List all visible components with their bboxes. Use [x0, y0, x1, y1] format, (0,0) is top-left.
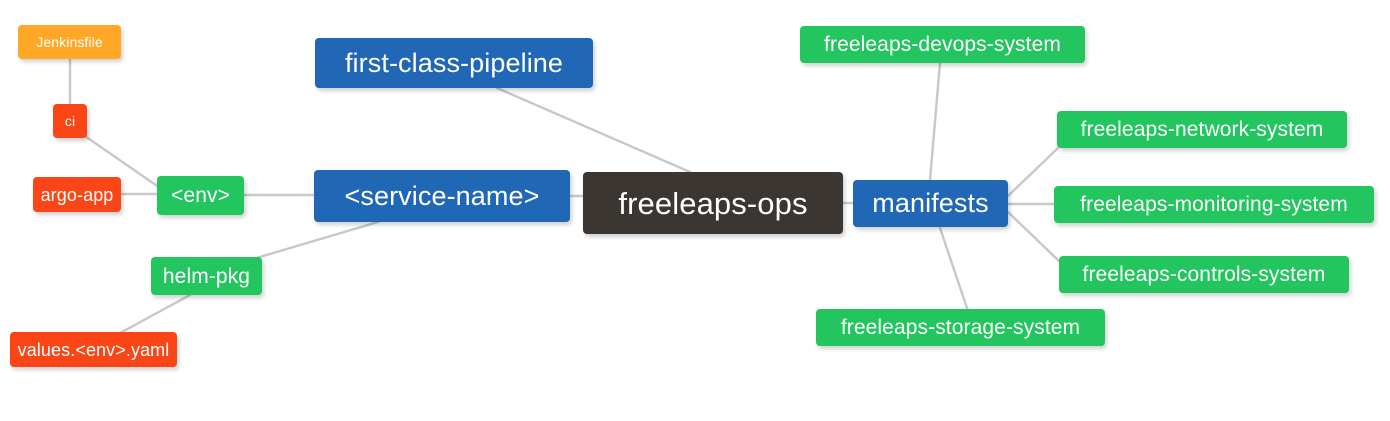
node-root-freeleaps-ops[interactable]: freeleaps-ops	[583, 172, 843, 234]
node-values-yaml[interactable]: values.<env>.yaml	[10, 332, 177, 367]
node-ci[interactable]: ci	[53, 104, 87, 138]
node-label: freeleaps-network-system	[1080, 118, 1324, 141]
node-freeleaps-storage-system[interactable]: freeleaps-storage-system	[816, 309, 1105, 346]
node-label: helm-pkg	[162, 264, 251, 288]
node-first-class-pipeline[interactable]: first-class-pipeline	[315, 38, 593, 88]
node-label: freeleaps-monitoring-system	[1080, 193, 1348, 216]
node-freeleaps-devops-system[interactable]: freeleaps-devops-system	[800, 26, 1085, 63]
node-label: values.<env>.yaml	[17, 339, 170, 360]
node-argo-app[interactable]: argo-app	[33, 177, 121, 212]
node-label: first-class-pipeline	[344, 47, 564, 78]
node-label: <service-name>	[344, 180, 540, 211]
edge-helm-service	[251, 220, 380, 261]
edge-manifests-devops	[928, 61, 942, 182]
edge-manifests-storage	[938, 226, 970, 313]
node-label: freeleaps-ops	[618, 185, 808, 221]
node-freeleaps-controls-system[interactable]: freeleaps-controls-system	[1059, 256, 1349, 293]
node-freeleaps-monitoring-system[interactable]: freeleaps-monitoring-system	[1054, 186, 1374, 223]
node-service-name[interactable]: <service-name>	[314, 170, 570, 222]
node-label: freeleaps-storage-system	[840, 316, 1081, 339]
edge-manifests-network	[1006, 146, 1060, 198]
node-label: Jenkinsfile	[36, 34, 103, 50]
node-label: <env>	[171, 184, 230, 207]
node-freeleaps-network-system[interactable]: freeleaps-network-system	[1057, 111, 1347, 148]
edge-valuesyaml-helm	[118, 293, 192, 335]
node-label: freeleaps-devops-system	[824, 33, 1061, 56]
node-jenkinsfile[interactable]: Jenkinsfile	[18, 25, 121, 59]
node-label: manifests	[872, 188, 989, 218]
node-label: argo-app	[40, 184, 114, 205]
edge-manifests-controls	[1006, 210, 1062, 264]
node-helm-pkg[interactable]: helm-pkg	[151, 257, 262, 295]
node-manifests[interactable]: manifests	[853, 180, 1008, 227]
edge-pipeline-root	[495, 86, 692, 174]
node-label: freeleaps-controls-system	[1082, 263, 1326, 286]
node-label: ci	[64, 113, 76, 129]
node-env[interactable]: <env>	[157, 176, 244, 215]
